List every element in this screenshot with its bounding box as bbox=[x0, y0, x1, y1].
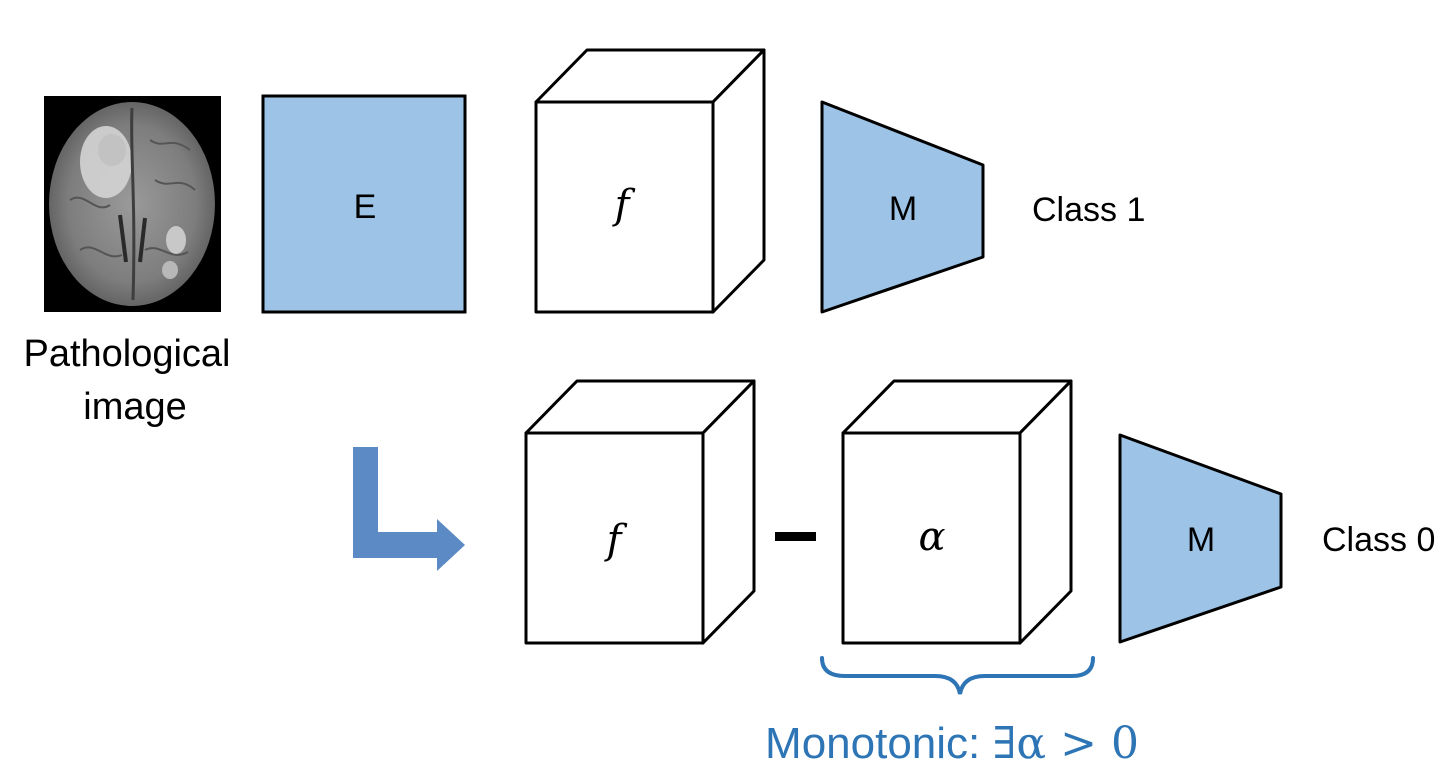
encoder-block bbox=[261, 94, 467, 314]
curly-brace bbox=[820, 656, 1095, 695]
monotonic-text: Monotonic: bbox=[765, 719, 992, 764]
image-caption-line2: image bbox=[83, 386, 187, 428]
encoder-label: E bbox=[354, 188, 377, 226]
flow-arrow-icon bbox=[353, 447, 465, 571]
output-class-bottom: Class 0 bbox=[1322, 521, 1435, 559]
model-label-top: M bbox=[889, 190, 917, 228]
image-caption-line1: Pathological bbox=[23, 333, 230, 375]
model-block-bottom bbox=[1118, 433, 1283, 644]
alpha-label: α bbox=[918, 514, 945, 560]
monotonic-math: ∃α > 0 bbox=[993, 718, 1139, 764]
model-label-bottom: M bbox=[1187, 521, 1215, 559]
feature-cube-bottom bbox=[524, 379, 756, 645]
feature-cube-top bbox=[534, 48, 766, 314]
minus-operator bbox=[775, 532, 816, 541]
monotonic-annotation: Monotonic: ∃α > 0 bbox=[765, 718, 1139, 764]
brain-mri-image bbox=[44, 96, 221, 312]
alpha-cube bbox=[841, 379, 1073, 645]
model-block-top bbox=[820, 100, 985, 314]
output-class-top: Class 1 bbox=[1032, 191, 1145, 229]
